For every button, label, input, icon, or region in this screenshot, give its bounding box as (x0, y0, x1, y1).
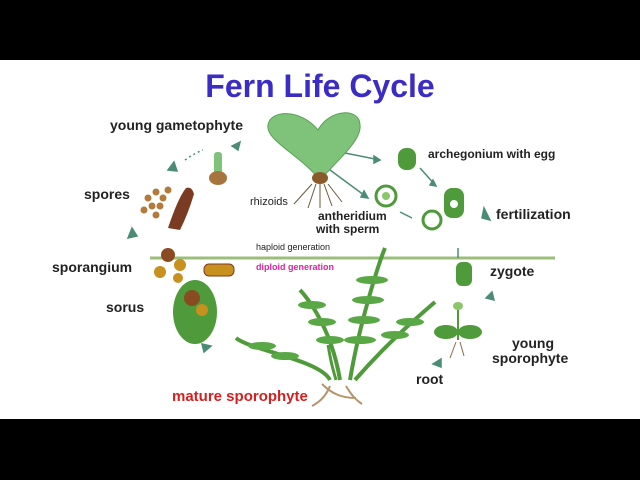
cycle-arrow-icon (200, 343, 213, 354)
label-sporangium: sporangium (52, 259, 133, 275)
cycle-arrow-icon (481, 205, 492, 222)
young-gametophyte (209, 152, 227, 185)
label-young-gametophyte: young gametophyte (110, 117, 244, 133)
label-mature-sporophyte: mature sporophyte (172, 388, 308, 405)
sorus-leaf (173, 280, 217, 344)
open-sporangium (168, 187, 194, 230)
top-letterbox (0, 0, 640, 60)
label-with-sperm: with sperm (316, 222, 380, 236)
mature-gametophyte (267, 112, 361, 209)
young-sporophyte (434, 302, 482, 359)
cycle-arrow-icon (166, 160, 179, 172)
label-fertilization: fertilization (496, 206, 571, 222)
label-sporophyte: sporophyte (492, 350, 569, 366)
cycle-arrow-icon (484, 290, 496, 302)
cycle-arrow-icon (359, 189, 370, 199)
label-young: young (512, 335, 554, 351)
label-rhizoids: rhizoids (250, 196, 288, 208)
label-diploid-generation: diploid generation (256, 262, 334, 272)
cycle-arrow-icon (230, 140, 242, 152)
label-root: root (416, 371, 444, 387)
life-cycle-illustration (126, 112, 555, 407)
bottom-letterbox (0, 419, 640, 480)
diagram-panel: Fern Life Cycle (0, 60, 640, 419)
cycle-arrow-icon (428, 178, 438, 187)
label-zygote: zygote (490, 263, 535, 279)
cycle-arrow-icon (373, 154, 382, 165)
diagram-title: Fern Life Cycle (205, 68, 435, 104)
label-archegonium: archegonium with egg (428, 147, 556, 161)
cycle-arrows (126, 140, 496, 369)
cycle-arrow-icon (431, 357, 442, 369)
sporangium-group (154, 248, 235, 283)
cycle-arrow-icon (126, 226, 139, 240)
label-sorus: sorus (106, 299, 145, 315)
label-antheridium: antheridium (318, 209, 387, 223)
reproductive-organs (374, 148, 472, 286)
label-haploid-generation: haploid generation (256, 242, 331, 252)
mature-sporophyte (234, 247, 437, 407)
spore-cluster (140, 186, 172, 219)
label-spores: spores (84, 186, 130, 202)
